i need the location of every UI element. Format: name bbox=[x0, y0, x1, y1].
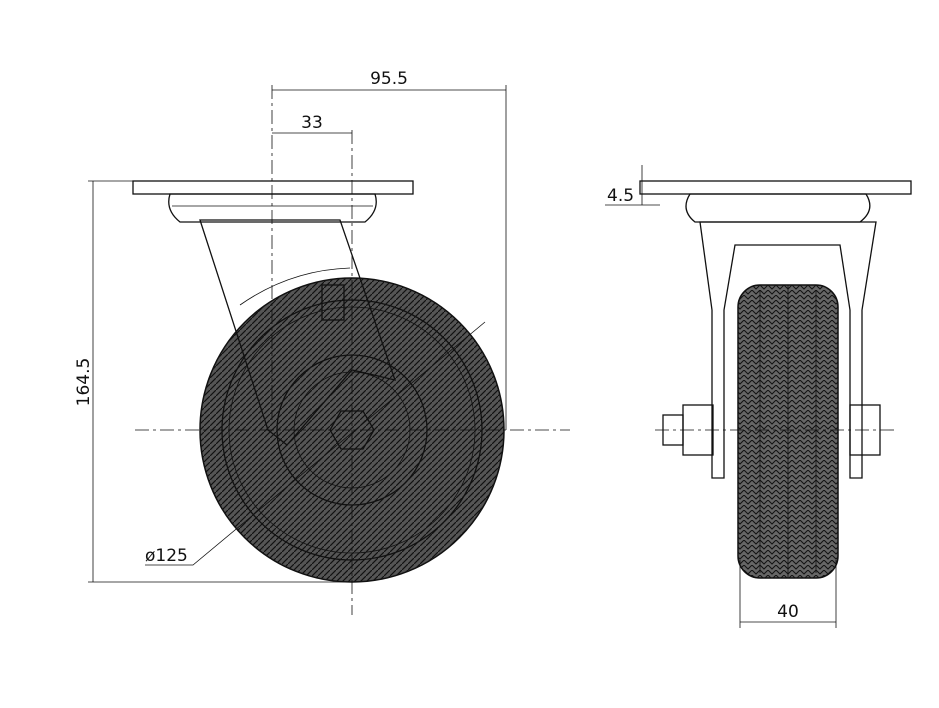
top-plate-front bbox=[639, 180, 912, 195]
dim-swivel-offset: 33 bbox=[301, 113, 323, 133]
front-view: 40 4.5 bbox=[605, 165, 912, 628]
top-plate bbox=[132, 180, 414, 195]
dim-overall-offset: 95.5 bbox=[370, 69, 408, 89]
dim-overall-height: 164.5 bbox=[74, 358, 94, 407]
side-view: 95.5 33 164.5 ø125 bbox=[74, 69, 570, 615]
fork-front bbox=[699, 221, 877, 479]
dim-plate-thickness: 4.5 bbox=[607, 186, 634, 206]
dim-wheel-diameter: ø125 bbox=[145, 546, 188, 566]
dim-wheel-width: 40 bbox=[777, 602, 799, 622]
swivel-head bbox=[168, 193, 377, 223]
